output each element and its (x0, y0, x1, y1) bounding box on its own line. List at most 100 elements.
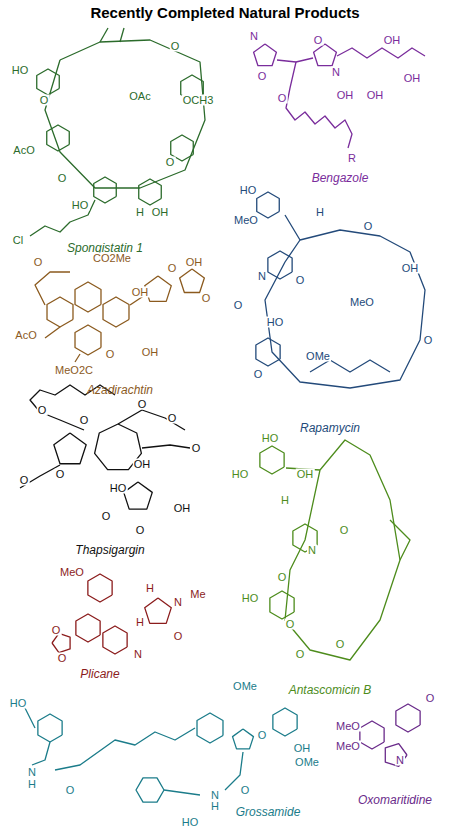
bond-line (142, 445, 190, 448)
atom-label: N (331, 67, 341, 78)
atom-label: H (210, 801, 220, 812)
atom-label: N (249, 31, 259, 42)
bond-line (390, 520, 410, 560)
atom-label: HO (231, 469, 250, 480)
atom-label: N (257, 271, 267, 282)
bond-line (45, 327, 60, 338)
atom-label: OH (185, 257, 204, 268)
atom-label: O (201, 293, 212, 304)
bond-line (136, 778, 164, 802)
bond-line (38, 714, 62, 742)
atom-label: O (79, 415, 90, 426)
bond-line (75, 354, 80, 362)
bond-line (265, 215, 425, 388)
atom-label: H (315, 207, 325, 218)
atom-label: O (167, 263, 178, 274)
compound-name: Antascomicin B (288, 684, 373, 696)
bond-line (75, 282, 101, 312)
atom-label: MeO (335, 721, 361, 732)
bond-line (103, 626, 127, 654)
bond-line (273, 708, 297, 736)
atom-label: HO (109, 483, 128, 494)
atom-label: O (19, 475, 30, 486)
atom-label: N (210, 790, 220, 801)
atom-label: O (37, 405, 48, 416)
atom-label: O (233, 300, 244, 311)
bond-line (35, 272, 70, 305)
atom-label: OH (383, 35, 402, 46)
atom-label: OH (293, 743, 312, 754)
atom-label: OMe (294, 757, 320, 768)
atom-label: MeO2C (54, 365, 94, 376)
bond-line (257, 192, 280, 218)
atom-label: O (167, 413, 178, 424)
atom-label: O (105, 349, 116, 360)
bond-line (254, 44, 277, 66)
bond-line (30, 200, 95, 236)
atom-label: O (335, 639, 346, 650)
atom-label: H (280, 495, 290, 506)
bond-line (139, 179, 162, 205)
atom-label: O (51, 625, 62, 636)
atom-label: Cl (12, 235, 24, 246)
bond-line (396, 704, 420, 732)
atom-label: OH (131, 287, 150, 298)
atom-label: OH (403, 73, 422, 84)
atom-label: O (425, 693, 436, 704)
atom-label: O (57, 653, 68, 664)
bond-line (75, 325, 101, 355)
atom-label: O (313, 35, 324, 46)
bond-line (47, 125, 70, 151)
bond-line (277, 58, 313, 62)
atom-label: O (240, 785, 251, 796)
atom-label: N (133, 649, 143, 660)
atom-label: CO2Me (92, 253, 132, 264)
atom-label: OAc (128, 91, 151, 102)
atom-label: O (135, 525, 146, 536)
atom-label: O (423, 335, 434, 346)
atom-label: HO (266, 317, 285, 328)
atom-label: N (395, 755, 405, 766)
atom-label: O (165, 157, 176, 168)
atom-label: HO (71, 200, 90, 211)
atom-label: O (137, 399, 148, 410)
atom-label: O (257, 71, 268, 82)
atom-label: AcO (14, 330, 37, 341)
bond-line (180, 269, 205, 293)
atom-label: O (277, 572, 288, 583)
atom-label: MeO (233, 215, 259, 226)
atom-label: O (363, 221, 374, 232)
bond-line (260, 446, 284, 474)
atom-label: O (253, 369, 264, 380)
bond-line (103, 297, 129, 327)
bond-line (256, 338, 280, 366)
atom-label: OH (336, 90, 355, 101)
bond-line (285, 440, 400, 660)
atom-label: H (145, 583, 155, 594)
bond-line (100, 28, 108, 42)
atom-label: OH (141, 347, 160, 358)
atom-label: HO (241, 593, 260, 604)
bond-line (337, 48, 425, 58)
bond-line (120, 28, 124, 42)
bond-line (32, 742, 50, 765)
bond-line (37, 69, 60, 95)
bond-line (124, 482, 153, 509)
bond-line (88, 574, 112, 602)
atom-label: OMe (305, 351, 331, 362)
bond-line (233, 729, 254, 749)
atom-label: MeO (349, 297, 375, 308)
bond-line (164, 790, 200, 795)
compound-name: Grossamide (235, 806, 302, 818)
atom-label: OMe (232, 681, 258, 692)
atom-label: O (191, 443, 202, 454)
atom-label: H (27, 779, 37, 790)
bond-line (360, 721, 384, 749)
atom-label: MeO (59, 567, 85, 578)
atom-label: O (295, 275, 306, 286)
bond-line (47, 297, 73, 327)
atom-label: N (27, 767, 37, 778)
compound-name: Thapsigargin (74, 544, 145, 556)
atom-label: OH (401, 263, 420, 274)
